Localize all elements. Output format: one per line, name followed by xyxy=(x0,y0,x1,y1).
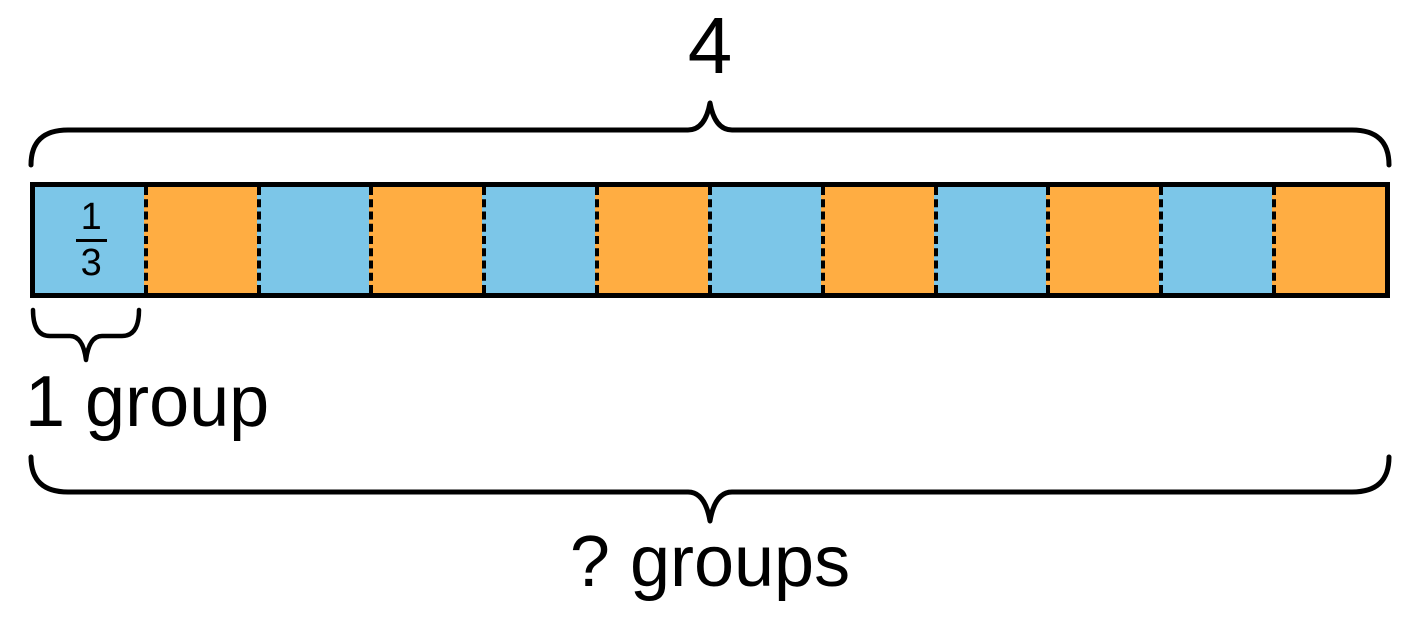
one-group-label: 1 group xyxy=(25,362,270,442)
tape-cell-7-blue xyxy=(707,187,821,293)
tape-cell-12-orange xyxy=(1272,187,1385,293)
fraction-numerator: 1 xyxy=(75,196,107,242)
tape-cell-5-blue xyxy=(482,187,596,293)
tape-cell-11-blue xyxy=(1159,187,1273,293)
fraction-denominator: 3 xyxy=(80,241,102,284)
tape-cell-3-blue xyxy=(256,187,370,293)
question-groups-label: ? groups xyxy=(569,522,851,602)
total-groups-underbrace-icon xyxy=(28,454,1392,524)
tape-cell-4-orange xyxy=(369,187,483,293)
tape-cell-8-orange xyxy=(820,187,934,293)
tape-cell-2-orange xyxy=(143,187,257,293)
tape-bar: 1 3 xyxy=(30,182,1390,298)
tape-cell-9-blue xyxy=(933,187,1047,293)
unit-fraction-label: 1 3 xyxy=(35,187,147,293)
one-group-underbrace-icon xyxy=(30,307,142,363)
tape-cell-10-orange xyxy=(1046,187,1160,293)
tape-cell-6-orange xyxy=(595,187,708,293)
total-overbrace-icon xyxy=(28,100,1392,168)
total-value-label: 4 xyxy=(687,1,733,90)
